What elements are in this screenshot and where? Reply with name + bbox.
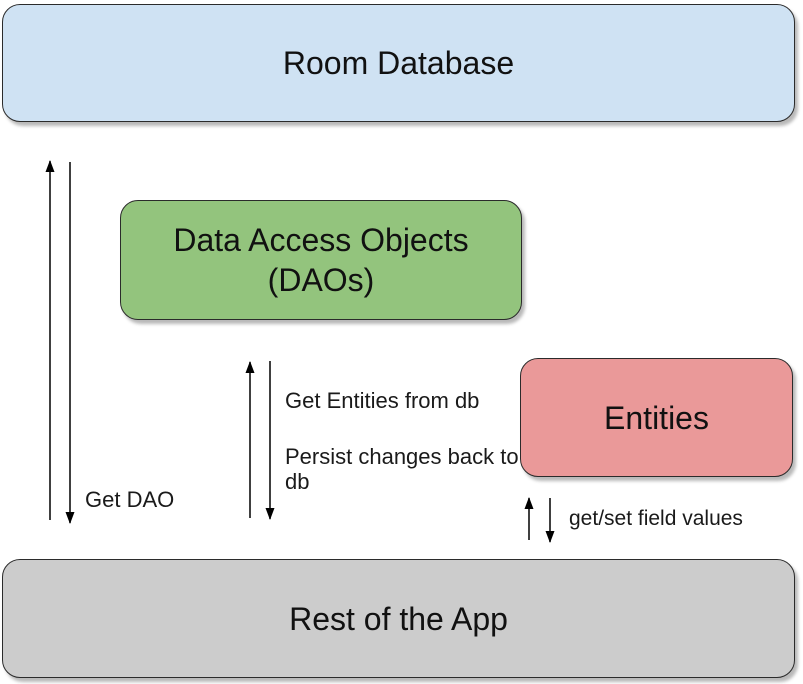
node-entities: Entities	[520, 358, 793, 477]
node-daos: Data Access Objects (DAOs)	[120, 200, 522, 320]
node-daos-label: Data Access Objects (DAOs)	[173, 222, 469, 298]
node-rest-of-app-label: Rest of the App	[289, 600, 508, 637]
node-room-database: Room Database	[2, 4, 795, 122]
edge-label-get-set-field-values: get/set field values	[569, 507, 743, 530]
edge-label-persist-changes: Persist changes back to db	[285, 444, 519, 494]
node-entities-label: Entities	[604, 399, 709, 436]
node-rest-of-app: Rest of the App	[2, 559, 795, 678]
node-room-database-label: Room Database	[282, 45, 515, 81]
edge-label-get-entities: Get Entities from db	[285, 388, 480, 413]
edge-label-get-dao: Get DAO	[85, 487, 175, 512]
